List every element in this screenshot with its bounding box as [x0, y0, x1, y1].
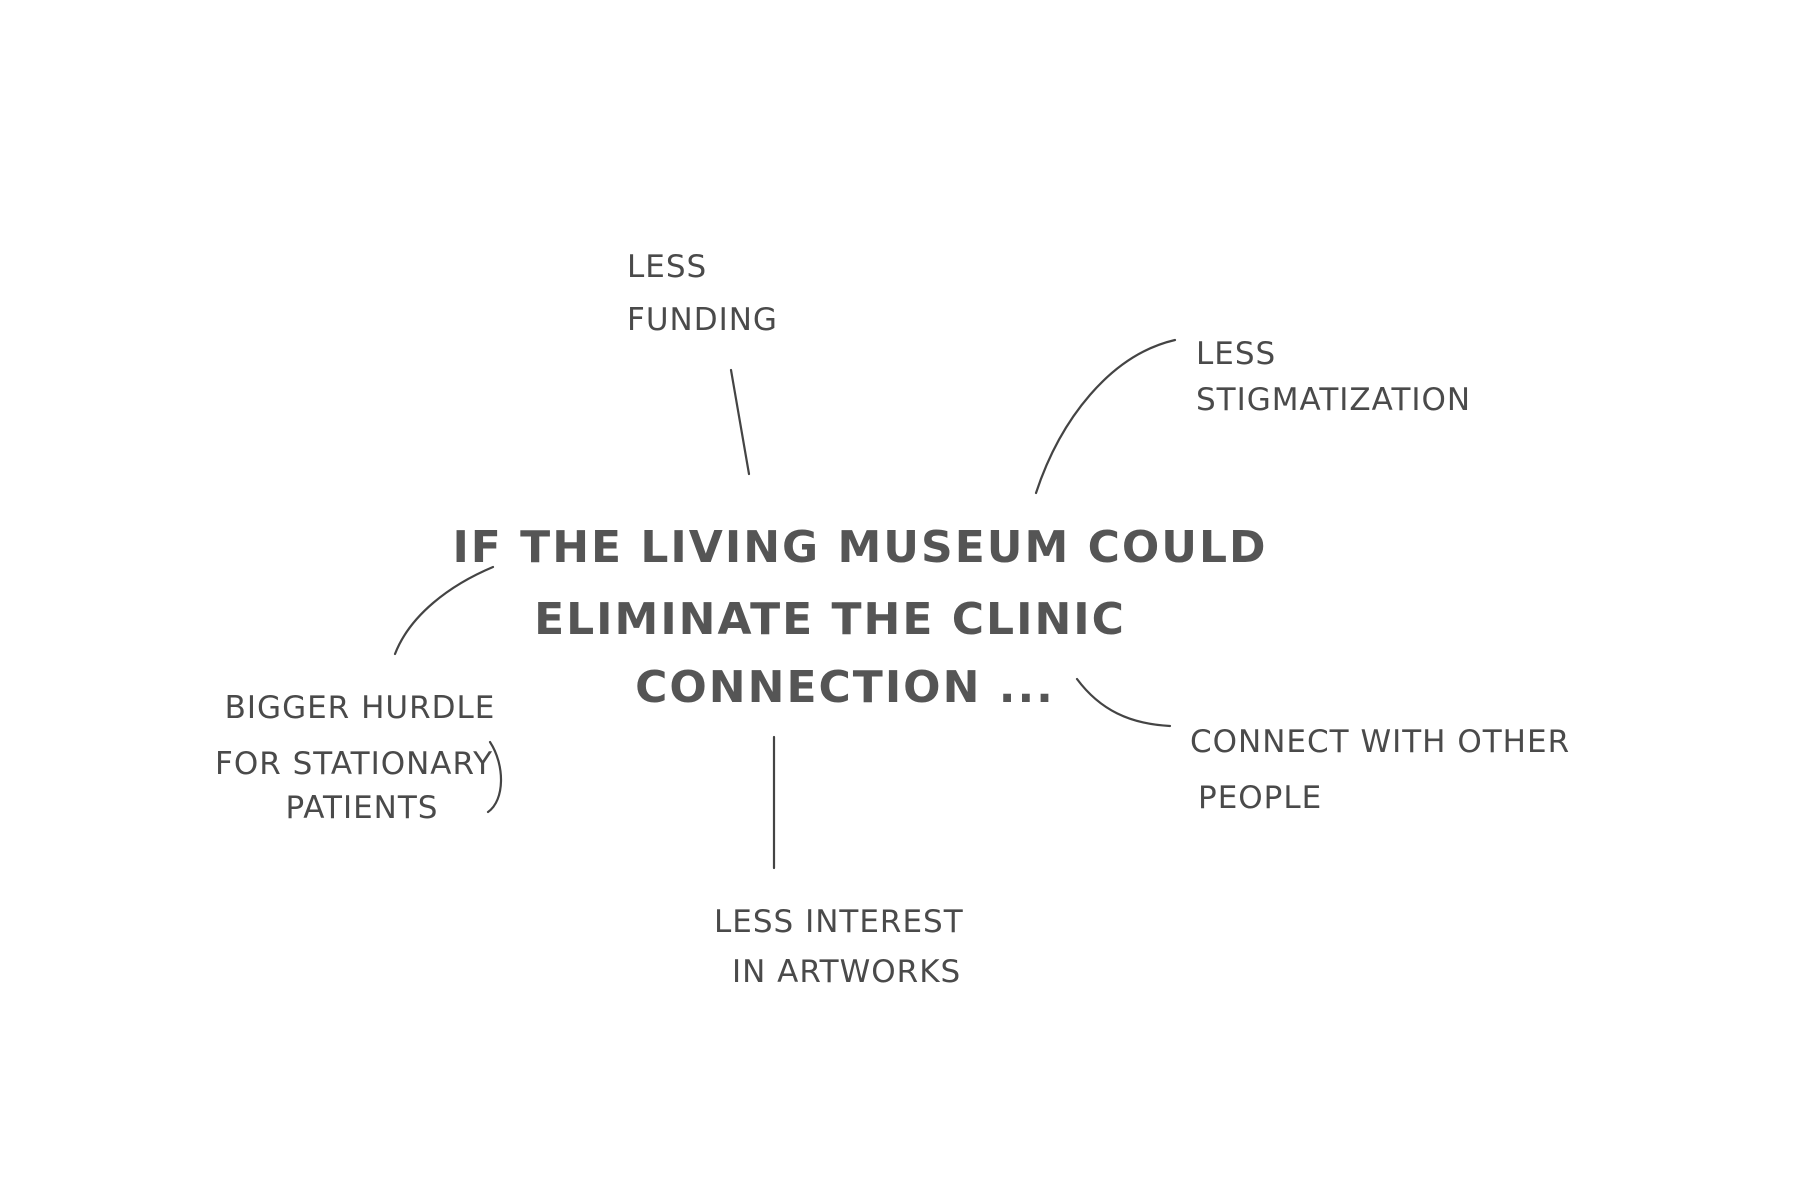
branch-text: patients [286, 790, 439, 826]
connector-stigmatization [1034, 338, 1177, 495]
connector-funding [729, 368, 751, 476]
branch-text: Connect with other [1190, 724, 1570, 760]
branch-text: in artworks [732, 954, 961, 990]
connector-connect [1075, 677, 1172, 728]
branch-text: Funding [627, 302, 778, 338]
center-line-1: If the Living Museum could [452, 522, 1267, 573]
branch-less-interest-in-artworks: Less interest in artworks [714, 904, 964, 990]
branch-connect-with-other-people: Connect with other people [1190, 724, 1570, 816]
branch-less-funding: Less Funding [627, 249, 778, 338]
center-line-3: connection ... [635, 662, 1055, 713]
branch-text: Less [1196, 336, 1276, 372]
branch-text: Less [627, 249, 707, 285]
branch-less-stigmatization: Less Stigmatization [1196, 336, 1471, 418]
central-question: If the Living Museum could eliminate the… [452, 522, 1267, 713]
branch-text: Stigmatization [1196, 382, 1471, 418]
branch-text: Bigger hurdle [225, 690, 496, 726]
center-line-2: eliminate the clinic [534, 594, 1126, 645]
bracket-stroke [486, 740, 503, 814]
branch-text: for stationary [215, 746, 493, 782]
connector-hurdle [393, 565, 495, 656]
branch-bigger-hurdle: Bigger hurdle for stationary patients [215, 690, 496, 826]
branch-text: Less interest [714, 904, 964, 940]
branch-text: people [1198, 780, 1322, 816]
